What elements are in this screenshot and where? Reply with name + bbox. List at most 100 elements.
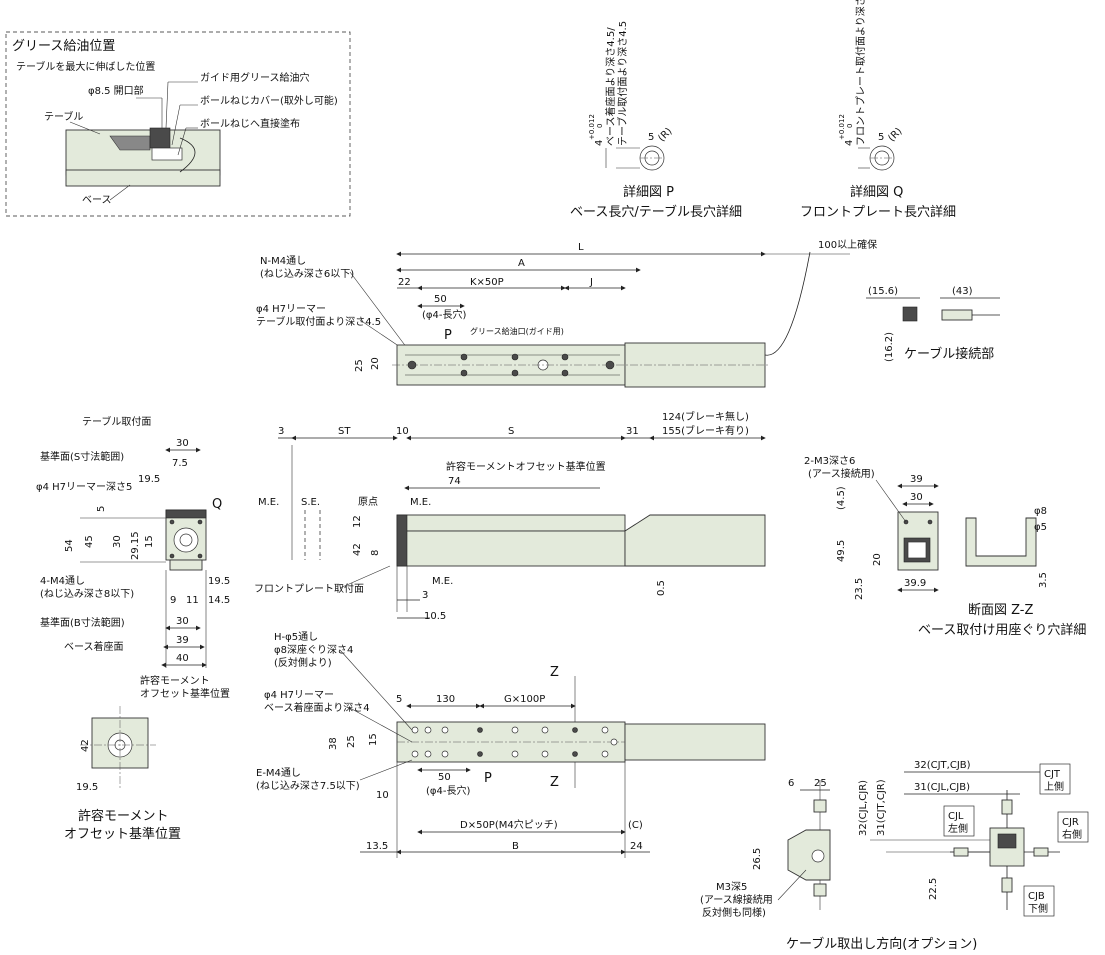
top-kx: K×50P <box>470 277 504 288</box>
side-8: 8 <box>370 550 381 556</box>
front-30b: 30 <box>112 535 123 548</box>
grease-direct: ボールねじへ直接塗布 <box>200 117 300 130</box>
front-45: 45 <box>84 535 95 548</box>
exit-cjtcjr: 31(CJT,CJR) <box>876 779 887 836</box>
front-m4b: (ねじ込み深さ8以下) <box>40 588 134 600</box>
side-05: 0.5 <box>656 580 667 596</box>
exit-cjt32: 32(CJT,CJB) <box>914 760 971 771</box>
top-25: 25 <box>354 359 365 372</box>
moment-l1: 許容モーメント <box>140 674 210 687</box>
bottom-Z: Z <box>550 665 559 680</box>
bottom-25: 25 <box>346 735 357 748</box>
grease-table: テーブル <box>44 110 83 123</box>
moment-t2: オフセット基準位置 <box>64 826 181 842</box>
grease-cover: ボールねじカバー(取外し可能) <box>200 94 338 107</box>
zz-t2: ベース取付け用座ぐり穴詳細 <box>918 622 1086 638</box>
front-view: テーブル取付面 30 基準面(S寸法範囲) 7.5 φ4 H7リーマー深さ5 1… <box>36 415 230 668</box>
cable-162: (16.2) <box>884 332 895 362</box>
bottom-50: 50 <box>438 772 451 783</box>
detail-q-sub: フロントプレート長穴詳細 <box>800 204 956 220</box>
front-145: 14.5 <box>208 595 230 606</box>
zz-phi5: φ5 <box>1034 522 1047 533</box>
zz-20: 20 <box>872 553 883 566</box>
bottom-h1: H-φ5通し <box>274 631 318 643</box>
front-5: 5 <box>96 506 107 512</box>
top-A: A <box>518 258 525 269</box>
detail-p: 4 +0.012 0 ベース着座面より深さ4.5/ テーブル取付面より深さ4.5… <box>570 21 742 220</box>
side-view: 3 ST 10 S 31 124(ブレーキ無し) 155(ブレーキ有り) 許容モ… <box>254 410 766 622</box>
front-table-face: テーブル取付面 <box>82 415 151 428</box>
bottom-B: B <box>512 841 519 852</box>
cable-156: (15.6) <box>868 286 898 297</box>
side-se: S.E. <box>301 497 320 508</box>
moment-t1: 許容モーメント <box>78 808 168 824</box>
moment-offset-view: 許容モーメント オフセット基準位置 42 19.5 許容モーメント オフセット基… <box>64 674 230 842</box>
top-nm4: N-M4通し <box>260 255 306 267</box>
front-m4: 4-M4通し <box>40 575 85 587</box>
bottom-h2: φ8深座ぐり深さ4 <box>274 643 353 656</box>
detail-p-title: 詳細図 P <box>623 184 674 200</box>
exit-right: 右側 <box>1062 828 1082 841</box>
bottom-em4: E-M4通し <box>256 767 301 779</box>
section-zz: 2-M3深さ6 (アース接続用) 39 30 (4.5) 49.5 20 23.… <box>804 455 1086 638</box>
grease-cover-block <box>151 147 183 161</box>
bottom-38: 38 <box>328 737 339 750</box>
cable-connector-side <box>941 309 973 321</box>
side-S: S <box>508 426 514 437</box>
side-brake2: 155(ブレーキ有り) <box>662 424 749 437</box>
bottom-view: H-φ5通し φ8深座ぐり深さ4 (反対側より) φ4 H7リーマー ベース着座… <box>256 631 766 858</box>
side-table <box>396 514 626 532</box>
bottom-24: 24 <box>630 841 643 852</box>
zz-30: 30 <box>910 492 923 503</box>
detail-q-r: (R) <box>886 126 904 144</box>
detail-p-w: 5 <box>648 132 654 143</box>
exit-cjl: CJL <box>948 811 964 822</box>
grease-base-body <box>65 169 221 187</box>
top-slot: (φ4-長穴) <box>422 308 466 321</box>
front-15: 15 <box>144 535 155 548</box>
detail-q-title: 詳細図 Q <box>850 184 903 200</box>
exit-cjl31: 31(CJL,CJB) <box>914 782 970 793</box>
front-2915: 29.15 <box>130 531 141 560</box>
zz-39: 39 <box>910 474 923 485</box>
top-clear: 100以上確保 <box>818 238 877 251</box>
side-me3: M.E. <box>432 576 453 587</box>
zz-phi8: φ8 <box>1034 506 1047 517</box>
top-P: P <box>444 328 452 343</box>
front-195b: 19.5 <box>208 576 230 587</box>
front-30: 30 <box>176 438 189 449</box>
side-105: 10.5 <box>424 611 446 622</box>
top-nm4b: (ねじ込み深さ6以下) <box>260 268 354 280</box>
zz-m3b: (アース接続用) <box>808 467 875 480</box>
exit-25: 25 <box>814 778 827 789</box>
detail-q-note1: フロントプレート取付面より深さ5 <box>854 0 867 146</box>
front-195: 19.5 <box>138 474 160 485</box>
exit-cjr-box <box>1057 811 1089 843</box>
side-31: 31 <box>626 426 639 437</box>
zz-45: (4.5) <box>836 486 847 510</box>
side-front: フロントプレート取付面 <box>254 582 364 595</box>
bottom-10: 10 <box>376 790 389 801</box>
top-reamer: φ4 H7リーマー <box>256 304 326 315</box>
top-22: 22 <box>398 277 411 288</box>
side-moment: 許容モーメントオフセット基準位置 <box>446 460 606 473</box>
detail-q: 4 +0.012 0 フロントプレート取付面より深さ5 5 (R) 詳細図 Q … <box>800 0 956 220</box>
front-54: 54 <box>64 539 75 552</box>
exit-lower: 下側 <box>1028 902 1048 915</box>
exit-title: ケーブル取出し方向(オプション) <box>786 936 977 952</box>
exit-left: 左側 <box>948 822 968 835</box>
exit-cjl-box <box>943 805 975 837</box>
detail-p-sub: ベース長穴/テーブル長穴詳細 <box>570 204 742 220</box>
top-20: 20 <box>370 357 381 370</box>
top-J: J <box>589 277 593 288</box>
exit-m3c: 反対側も同様) <box>702 906 766 919</box>
side-me: M.E. <box>258 497 279 508</box>
zz-495: 49.5 <box>836 540 847 562</box>
exit-cjb: CJB <box>1028 891 1045 902</box>
zz-m3: 2-M3深さ6 <box>804 455 855 467</box>
top-L: L <box>578 242 584 253</box>
zz-235: 23.5 <box>854 578 865 600</box>
side-brake1: 124(ブレーキ無し) <box>662 410 749 423</box>
exit-225: 22.5 <box>928 878 939 900</box>
